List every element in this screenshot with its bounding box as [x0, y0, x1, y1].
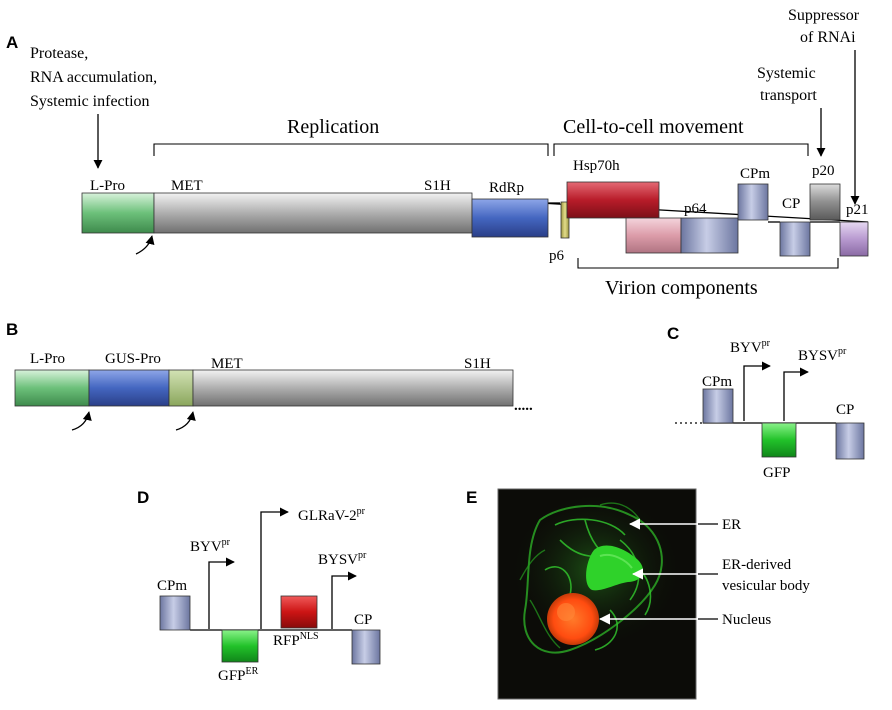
- cp-label-d: CP: [354, 612, 372, 628]
- replication-bracket: [153, 143, 549, 156]
- met-s1h-box-b: [192, 369, 514, 407]
- vesicular-label-line1: ER-derived: [722, 557, 792, 573]
- met-label-a: MET: [171, 178, 203, 194]
- panel-c-letter: C: [667, 324, 679, 343]
- p64-box-blue: [680, 217, 739, 254]
- lpro-label-a: L-Pro: [90, 178, 125, 194]
- virion-bracket: [577, 258, 839, 269]
- cp-label-c: CP: [836, 402, 854, 418]
- cleavage-arrow-b2: [175, 411, 196, 431]
- er-network-outline: [523, 504, 663, 654]
- rfp-nls-label: RFPNLS: [273, 631, 319, 649]
- cleavage-arrow-a: [135, 235, 155, 255]
- rdrp-box: [471, 198, 549, 238]
- cell-to-cell-bracket: [553, 143, 809, 156]
- glrav-promoter: GLRaV-2pr: [298, 506, 366, 524]
- dots-b: .....: [514, 398, 533, 414]
- p64-box-pink: [625, 217, 682, 254]
- micrograph: [497, 488, 697, 700]
- s1h-label-a: S1H: [424, 178, 451, 194]
- panel-a-letter: A: [6, 33, 18, 52]
- nucleus: [547, 593, 599, 645]
- p21-box: [839, 221, 869, 257]
- met-s1h-box-a: [153, 192, 473, 234]
- gfp-er-label: GFPER: [218, 666, 259, 684]
- replication-label: Replication: [287, 116, 379, 138]
- er-network-strands-2: [519, 502, 641, 649]
- byv-promoter-c: BYVpr: [730, 338, 771, 356]
- suppressor-line2: of RNAi: [800, 29, 856, 46]
- cp-box-a: [779, 221, 811, 257]
- panel-c: C BYVpr BYSVpr CPm GFP CP: [667, 324, 865, 481]
- p20-box: [809, 183, 841, 221]
- cpm-label-d: CPm: [157, 578, 187, 594]
- vesicular-body-highlight: [599, 554, 633, 569]
- byv-promoter-d: BYVpr: [190, 537, 231, 555]
- cleavage-arrow-b1: [71, 411, 92, 431]
- panel-e-letter: E: [466, 488, 477, 507]
- lpro-label-b: L-Pro: [30, 351, 65, 367]
- panel-a: A Protease, RNA accumulation, Systemic i…: [6, 7, 869, 299]
- cp-box-c: [835, 422, 865, 460]
- cpm-label-a: CPm: [740, 166, 770, 182]
- systemic-transport-line2: transport: [760, 87, 817, 104]
- p64-label: p64: [684, 201, 707, 217]
- systemic-transport-line1: Systemic: [757, 65, 816, 82]
- cpm-box-d: [159, 595, 191, 631]
- cpm-box-c: [702, 388, 734, 424]
- p6-label: p6: [549, 248, 565, 264]
- gfp-label-c: GFP: [763, 465, 791, 481]
- protease-label-line1: Protease,: [30, 45, 88, 62]
- cp-label-a: CP: [782, 196, 800, 212]
- byv-arrow-c: [743, 361, 771, 421]
- rdrp-label: RdRp: [489, 180, 524, 196]
- er-label: ER: [722, 517, 741, 533]
- panel-b-letter: B: [6, 320, 18, 339]
- nucleus-highlight: [557, 603, 575, 621]
- suppressor-line1: Suppressor: [788, 7, 860, 24]
- gus-label: GUS-Pro: [105, 351, 161, 367]
- panel-d: D GLRaV-2pr BYVpr BYSVpr CPm GFPER RFPNL…: [137, 488, 381, 684]
- panel-d-letter: D: [137, 488, 149, 507]
- panel-b: B L-Pro GUS-Pro MET S1H .....: [6, 320, 533, 431]
- panel-e: E ER ER-derived vesicular body Nucleus: [466, 488, 810, 700]
- protease-label-line2: RNA accumulation,: [30, 69, 157, 86]
- bysv-arrow-c: [783, 367, 809, 421]
- bysv-promoter-d: BYSVpr: [318, 550, 367, 568]
- s1h-label-b: S1H: [464, 356, 491, 372]
- cpm-box-a: [737, 183, 769, 221]
- vesicular-label-line2: vesicular body: [722, 578, 810, 594]
- cpm-label-c: CPm: [702, 374, 732, 390]
- nucleus-label: Nucleus: [722, 612, 771, 628]
- rfp-nls-box: [280, 595, 318, 629]
- p20-label: p20: [812, 163, 835, 179]
- cp-box-d: [351, 629, 381, 665]
- bysv-promoter-c: BYSVpr: [798, 346, 847, 364]
- gfp-box-c: [761, 422, 797, 458]
- protease-label-line3: Systemic infection: [30, 93, 150, 110]
- glrav-arrow: [260, 507, 289, 629]
- lpro-box-a: [81, 192, 155, 234]
- hsp70h-label: Hsp70h: [573, 158, 620, 174]
- gus-box: [88, 369, 170, 407]
- bysv-arrow-d: [331, 571, 357, 629]
- lpro-box-b: [14, 369, 90, 407]
- gus-spacer-box: [168, 369, 194, 407]
- hsp70h-box: [566, 181, 660, 219]
- gfp-er-box: [221, 629, 259, 663]
- virion-label: Virion components: [605, 277, 758, 299]
- p21-label: p21: [846, 202, 869, 218]
- cell-to-cell-label: Cell-to-cell movement: [563, 116, 744, 138]
- p6-box: [560, 201, 570, 239]
- byv-arrow-d: [208, 557, 235, 629]
- met-label-b: MET: [211, 356, 243, 372]
